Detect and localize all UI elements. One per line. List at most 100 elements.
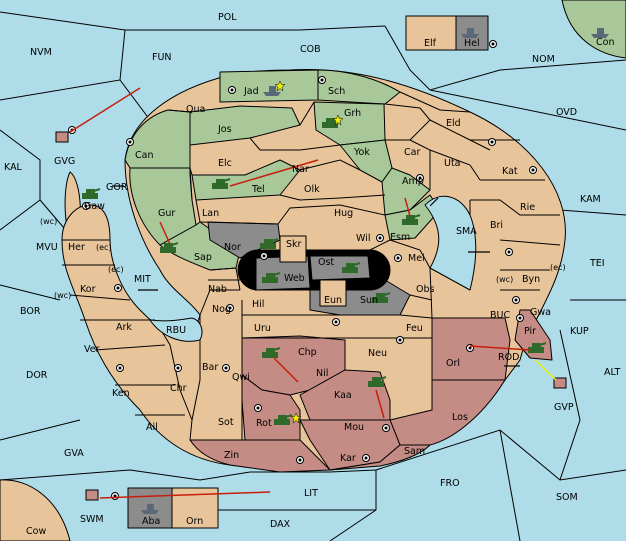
label-rie: Rie — [520, 202, 535, 213]
star-icon — [332, 114, 344, 126]
label-coast-wc: (wc) — [54, 291, 71, 300]
label-nvm: NVM — [30, 47, 52, 58]
label-ken: Ken — [112, 388, 130, 399]
label-hug: Hug — [334, 208, 353, 219]
move-arrow — [69, 87, 141, 133]
supply-center-dot — [226, 304, 234, 312]
region-eun[interactable] — [319, 279, 347, 307]
label-byn: Byn — [522, 274, 540, 285]
label-nil: Nil — [316, 368, 328, 379]
label-mvu: MVU — [36, 242, 58, 253]
label-tel: Tel — [251, 184, 265, 195]
label-nor: Nor — [224, 242, 241, 253]
land-borders — [62, 91, 561, 441]
label-nab: Nab — [208, 284, 227, 295]
supply-center-dot — [116, 364, 124, 372]
move-arrow — [404, 197, 411, 217]
label-dax: DAX — [270, 519, 291, 530]
label-rod: ROD — [498, 352, 519, 363]
label-kal: KAL — [4, 162, 23, 173]
label-elf: Elf — [424, 38, 437, 49]
label-uta: Uta — [444, 158, 461, 169]
supply-centers — [68, 40, 537, 500]
supply-center-dot — [111, 492, 119, 500]
move-arrow — [159, 221, 171, 245]
label-rot: Rot — [256, 418, 272, 429]
label-alt: ALT — [604, 367, 620, 378]
label-gor: GOR — [106, 182, 128, 193]
move-arrow — [229, 159, 319, 187]
label-chp: Chp — [298, 347, 317, 358]
label-nom: NOM — [532, 54, 555, 65]
label-coast-ec: (ec) — [550, 263, 566, 272]
label-tei: TEI — [589, 258, 605, 269]
region-sch[interactable] — [317, 69, 401, 105]
supply-center-dot — [489, 40, 497, 48]
supply-center-dot — [512, 296, 520, 304]
army-unit — [262, 272, 281, 283]
region-gur[interactable] — [129, 167, 197, 246]
label-orl: Orl — [446, 358, 460, 369]
label-mit: MIT — [134, 274, 151, 285]
label-wil: Wil — [356, 233, 370, 244]
label-gvg: GVG — [54, 156, 75, 167]
fleet-unit — [591, 28, 609, 38]
supply-center-dot — [488, 138, 496, 146]
label-ark: Ark — [116, 322, 132, 333]
label-swm: SWM — [80, 514, 104, 525]
fleet-unit — [263, 86, 281, 96]
label-mou: Mou — [344, 422, 364, 433]
army-unit — [262, 347, 281, 358]
supply-center-dot — [174, 364, 182, 372]
label-coast-ec: (ec) — [96, 243, 112, 252]
region-rbu[interactable] — [149, 317, 203, 342]
label-hil: Hil — [252, 299, 264, 310]
label-car: Car — [404, 147, 420, 158]
label-lit: LIT — [304, 488, 318, 499]
label-sam: Sam — [404, 446, 425, 457]
label-kor: Kor — [80, 284, 96, 295]
army-unit — [372, 292, 391, 303]
supply-center-dot — [376, 234, 384, 242]
label-yok: Yok — [353, 147, 370, 158]
supply-center-dot — [505, 248, 513, 256]
label-bor: BOR — [20, 306, 41, 317]
sea-borders — [0, 11, 626, 541]
supply-center-dot — [362, 454, 370, 462]
region-zin[interactable] — [189, 439, 331, 473]
label-som: SOM — [556, 492, 578, 503]
label-kam: KAM — [580, 194, 601, 205]
label-cob: COB — [300, 44, 321, 55]
region-skr[interactable] — [279, 235, 307, 263]
label-kaa: Kaa — [334, 390, 352, 401]
label-fro: FRO — [440, 478, 460, 489]
label-pir: Pir — [524, 326, 536, 337]
supply-center-dot — [126, 138, 134, 146]
supply-center-dot — [394, 254, 402, 262]
supply-center-dot — [516, 314, 524, 322]
retreat-marker — [55, 131, 69, 143]
label-ost: Ost — [318, 257, 334, 268]
label-gva: GVA — [64, 448, 84, 459]
label-qua: Qua — [186, 104, 205, 115]
label-cow: Cow — [26, 526, 46, 537]
label-bar: Bar — [202, 362, 218, 373]
label-sma: SMA — [456, 226, 477, 237]
support-arrow — [534, 359, 557, 381]
label-gwa: Gwa — [530, 307, 551, 318]
army-unit — [274, 414, 293, 425]
adjacency-arrows — [112, 185, 520, 367]
label-elc: Elc — [218, 158, 232, 169]
army-unit — [368, 376, 387, 387]
label-sch: Sch — [328, 86, 345, 97]
label-feu: Feu — [406, 323, 423, 334]
label-obs: Obs — [416, 284, 435, 295]
label-nog: Nog — [212, 304, 231, 315]
region-sma[interactable] — [424, 195, 477, 291]
region-elf[interactable] — [405, 15, 457, 51]
label-neu: Neu — [368, 348, 387, 359]
label-esm: Esm — [390, 232, 410, 243]
label-lan: Lan — [202, 208, 219, 219]
label-her: Her — [68, 242, 85, 253]
